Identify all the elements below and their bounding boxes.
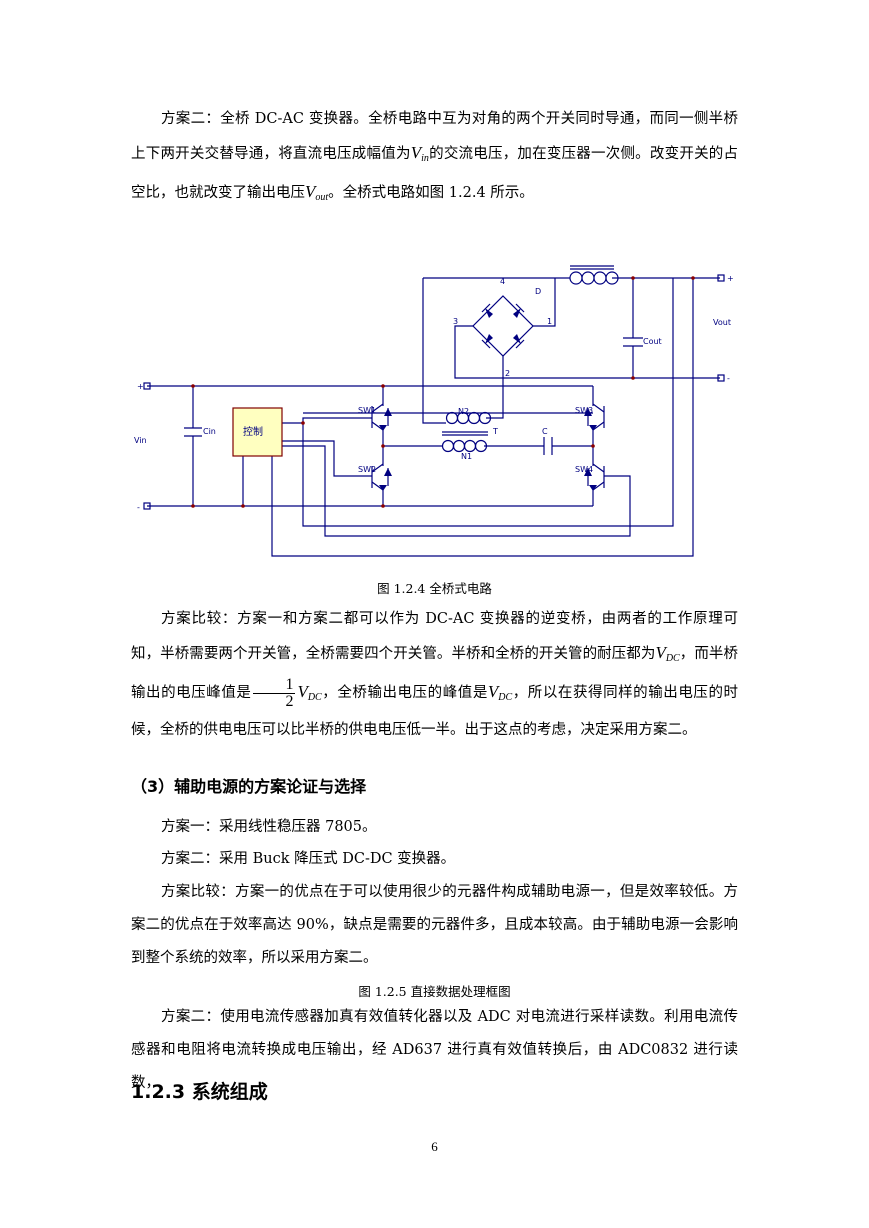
- label-node2: 2: [505, 369, 510, 378]
- symbol-vin: Vin: [410, 143, 429, 164]
- paragraph-current-sensing: 方案二：使用电流传感器加真有效值转化器以及 ADC 对电流进行采样读数。利用电流…: [131, 1009, 738, 1091]
- label-c: C: [542, 427, 548, 436]
- symbol-vdc: VDC: [655, 643, 680, 664]
- text-span: ，所以在获得同样的输出电压的时候，全桥的供电电压可以比半桥的供电电压低一半。出于…: [131, 685, 739, 738]
- symbol-vout: Vout: [305, 182, 329, 203]
- label-node4: 4: [500, 277, 505, 286]
- figure-caption-1-2-4: 图 1.2.4 全桥式电路: [377, 581, 492, 596]
- label-cin: Cin: [203, 427, 216, 436]
- text-span: ，全桥输出电压的峰值是: [321, 685, 488, 701]
- label-sw3: SW3: [575, 406, 593, 415]
- label-vin: Vin: [134, 436, 147, 445]
- control-block: [232, 407, 283, 457]
- label-n1: N1: [461, 452, 472, 461]
- label-d: D: [535, 287, 541, 296]
- label-node3: 3: [453, 317, 458, 326]
- full-bridge-circuit-diagram: Vout + - D Cout 3 1 4 2 Vin + - Cin SW1 …: [134, 265, 734, 557]
- label-minus-out: -: [727, 374, 730, 383]
- paragraph-comparison: 方案比较：方案一和方案二都可以作为 DC-AC 变换器的逆变桥，由两者的工作原理…: [131, 603, 738, 747]
- label-node1: 1: [547, 317, 552, 326]
- paragraph-option-two: 方案二：采用 Buck 降压式 DC-DC 变换器。: [161, 851, 456, 867]
- label-plus-in: +: [137, 382, 144, 391]
- label-plus-out: +: [727, 274, 734, 283]
- label-control: 控制: [243, 425, 263, 438]
- label-t: T: [492, 427, 498, 436]
- label-sw4: SW4: [575, 465, 593, 474]
- text-span: 的交流电压，加在变压器一次侧。改变开关的占空比，也就改变了输出电压: [131, 146, 739, 201]
- paragraph-full-bridge: 方案二：全桥 DC-AC 变换器。全桥电路中互为对角的两个开关同时导通，而同一侧…: [131, 103, 738, 214]
- text-span: ，而半桥输出的电压峰值是: [131, 646, 739, 701]
- label-cout: Cout: [643, 337, 662, 346]
- label-sw2: SW2: [358, 465, 376, 474]
- figure-caption-1-2-5: 图 1.2.5 直接数据处理框图: [358, 984, 511, 999]
- label-minus-in: -: [137, 503, 140, 512]
- text-span: 方案二：全桥 DC-AC 变换器。全桥电路中互为对角的两个开关同时导通，而同一侧…: [131, 111, 738, 162]
- paragraph-aux-comparison: 方案比较：方案一的优点在于可以使用很少的元器件构成辅助电源一，但是效率较低。方案…: [131, 884, 738, 966]
- label-n2: N2: [458, 407, 469, 416]
- symbol-vdc: VDC: [297, 682, 322, 703]
- paragraph-option-one: 方案一：采用线性稳压器 7805。: [161, 819, 377, 835]
- section-heading-system: 1.2.3 系统组成: [131, 1081, 268, 1103]
- page-number: 6: [431, 1139, 438, 1154]
- text-span: 方案比较：方案一和方案二都可以作为 DC-AC 变换器的逆变桥，由两者的工作原理…: [131, 611, 738, 662]
- label-vout: Vout: [713, 318, 731, 327]
- label-sw1: SW1: [358, 406, 376, 415]
- text-span: 。全桥式电路如图 1.2.4 所示。: [328, 185, 534, 201]
- symbol-vdc: VDC: [487, 682, 513, 703]
- section-heading-aux-power: （3）辅助电源的方案论证与选择: [131, 777, 367, 796]
